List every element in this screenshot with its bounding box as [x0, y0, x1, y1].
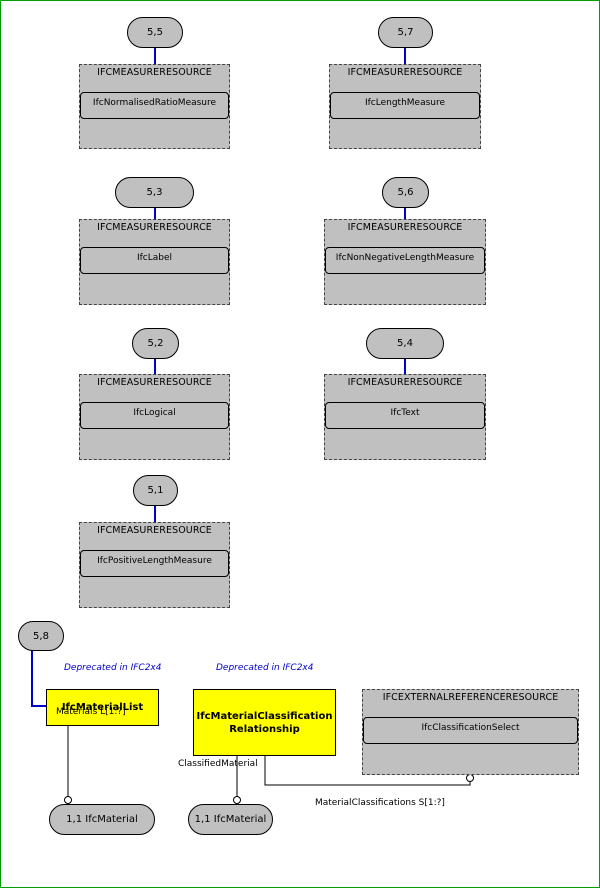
type-name: IfcLogical — [80, 402, 229, 429]
schema-label: IFCMEASURERESOURCE — [347, 377, 463, 388]
type-name: IfcNormalisedRatioMeasure — [80, 92, 229, 119]
entity-material-list[interactable]: IfcMaterialList — [46, 689, 159, 726]
schema-label: IFCMEASURERESOURCE — [347, 67, 463, 78]
reference-5-5[interactable]: 5,5 — [127, 17, 183, 48]
schema-label: IFCEXTERNALREFERENCERESOURCE — [382, 692, 559, 703]
resource-positive-length-measure[interactable]: IFCMEASURERESOURCE IfcPositiveLengthMeas… — [79, 522, 230, 608]
reference-label: 5,3 — [146, 187, 163, 198]
reference-label: 1,1 IfcMaterial — [194, 814, 267, 825]
type-name: IfcLengthMeasure — [330, 92, 480, 119]
type-name: IfcPositiveLengthMeasure — [80, 550, 229, 577]
reference-5-8[interactable]: 5,8 — [18, 621, 64, 651]
entity-material-classification-relationship[interactable]: IfcMaterialClassificationRelationship — [193, 689, 336, 756]
reference-5-7[interactable]: 5,7 — [378, 17, 433, 48]
type-name: IfcText — [325, 402, 485, 429]
entity-name: IfcMaterialClassificationRelationship — [196, 710, 333, 735]
reference-5-3[interactable]: 5,3 — [115, 177, 194, 208]
resource-normalised-ratio-measure[interactable]: IFCMEASURERESOURCE IfcNormalisedRatioMea… — [79, 64, 230, 149]
resource-classification-select[interactable]: IFCEXTERNALREFERENCERESOURCE IfcClassifi… — [362, 689, 579, 775]
reference-label: 5,4 — [397, 338, 413, 349]
reference-label: 5,7 — [397, 27, 414, 38]
reference-label: 5,8 — [33, 630, 49, 642]
type-name: IfcNonNegativeLengthMeasure — [325, 247, 485, 274]
reference-5-2[interactable]: 5,2 — [132, 328, 179, 359]
schema-label: IFCMEASURERESOURCE — [97, 67, 212, 78]
schema-label: IFCMEASURERESOURCE — [97, 525, 212, 536]
reference-5-1[interactable]: 5,1 — [133, 475, 178, 506]
resource-label[interactable]: IFCMEASURERESOURCE IfcLabel — [79, 219, 230, 305]
resource-non-negative-length-measure[interactable]: IFCMEASURERESOURCE IfcNonNegativeLengthM… — [324, 219, 486, 305]
reference-label: 1,1 IfcMaterial — [66, 814, 138, 825]
attribute-material-classifications: MaterialClassifications S[1:?] — [315, 798, 445, 808]
material-reference-left[interactable]: 1,1 IfcMaterial — [49, 804, 155, 835]
material-reference-right[interactable]: 1,1 IfcMaterial — [188, 804, 273, 835]
reference-label: 5,2 — [147, 338, 164, 349]
reference-5-4[interactable]: 5,4 — [366, 328, 444, 359]
resource-logical[interactable]: IFCMEASURERESOURCE IfcLogical — [79, 374, 230, 460]
resource-text[interactable]: IFCMEASURERESOURCE IfcText — [324, 374, 486, 460]
reference-label: 5,5 — [147, 27, 163, 38]
schema-label: IFCMEASURERESOURCE — [347, 222, 463, 233]
schema-label: IFCMEASURERESOURCE — [97, 222, 212, 233]
classified-material-end-circle — [233, 796, 241, 804]
attribute-classified-material: ClassifiedMaterial — [178, 759, 258, 769]
type-name: IfcClassificationSelect — [363, 717, 578, 744]
material-classifications-end-circle — [466, 774, 474, 782]
type-name: IfcLabel — [80, 247, 229, 274]
deprecated-note-classification-relationship: Deprecated in IFC2x4 — [216, 663, 314, 673]
materials-end-circle — [64, 796, 72, 804]
reference-label: 5,6 — [397, 187, 414, 198]
connector-5-8 — [31, 650, 47, 707]
reference-5-6[interactable]: 5,6 — [382, 177, 429, 208]
entity-name: IfcMaterialList — [61, 702, 144, 713]
resource-length-measure[interactable]: IFCMEASURERESOURCE IfcLengthMeasure — [329, 64, 481, 149]
deprecated-note-material-list: Deprecated in IFC2x4 — [64, 663, 162, 673]
schema-label: IFCMEASURERESOURCE — [97, 377, 212, 388]
attribute-materials: Materials L[1:?] — [56, 707, 126, 717]
reference-label: 5,1 — [147, 485, 164, 496]
